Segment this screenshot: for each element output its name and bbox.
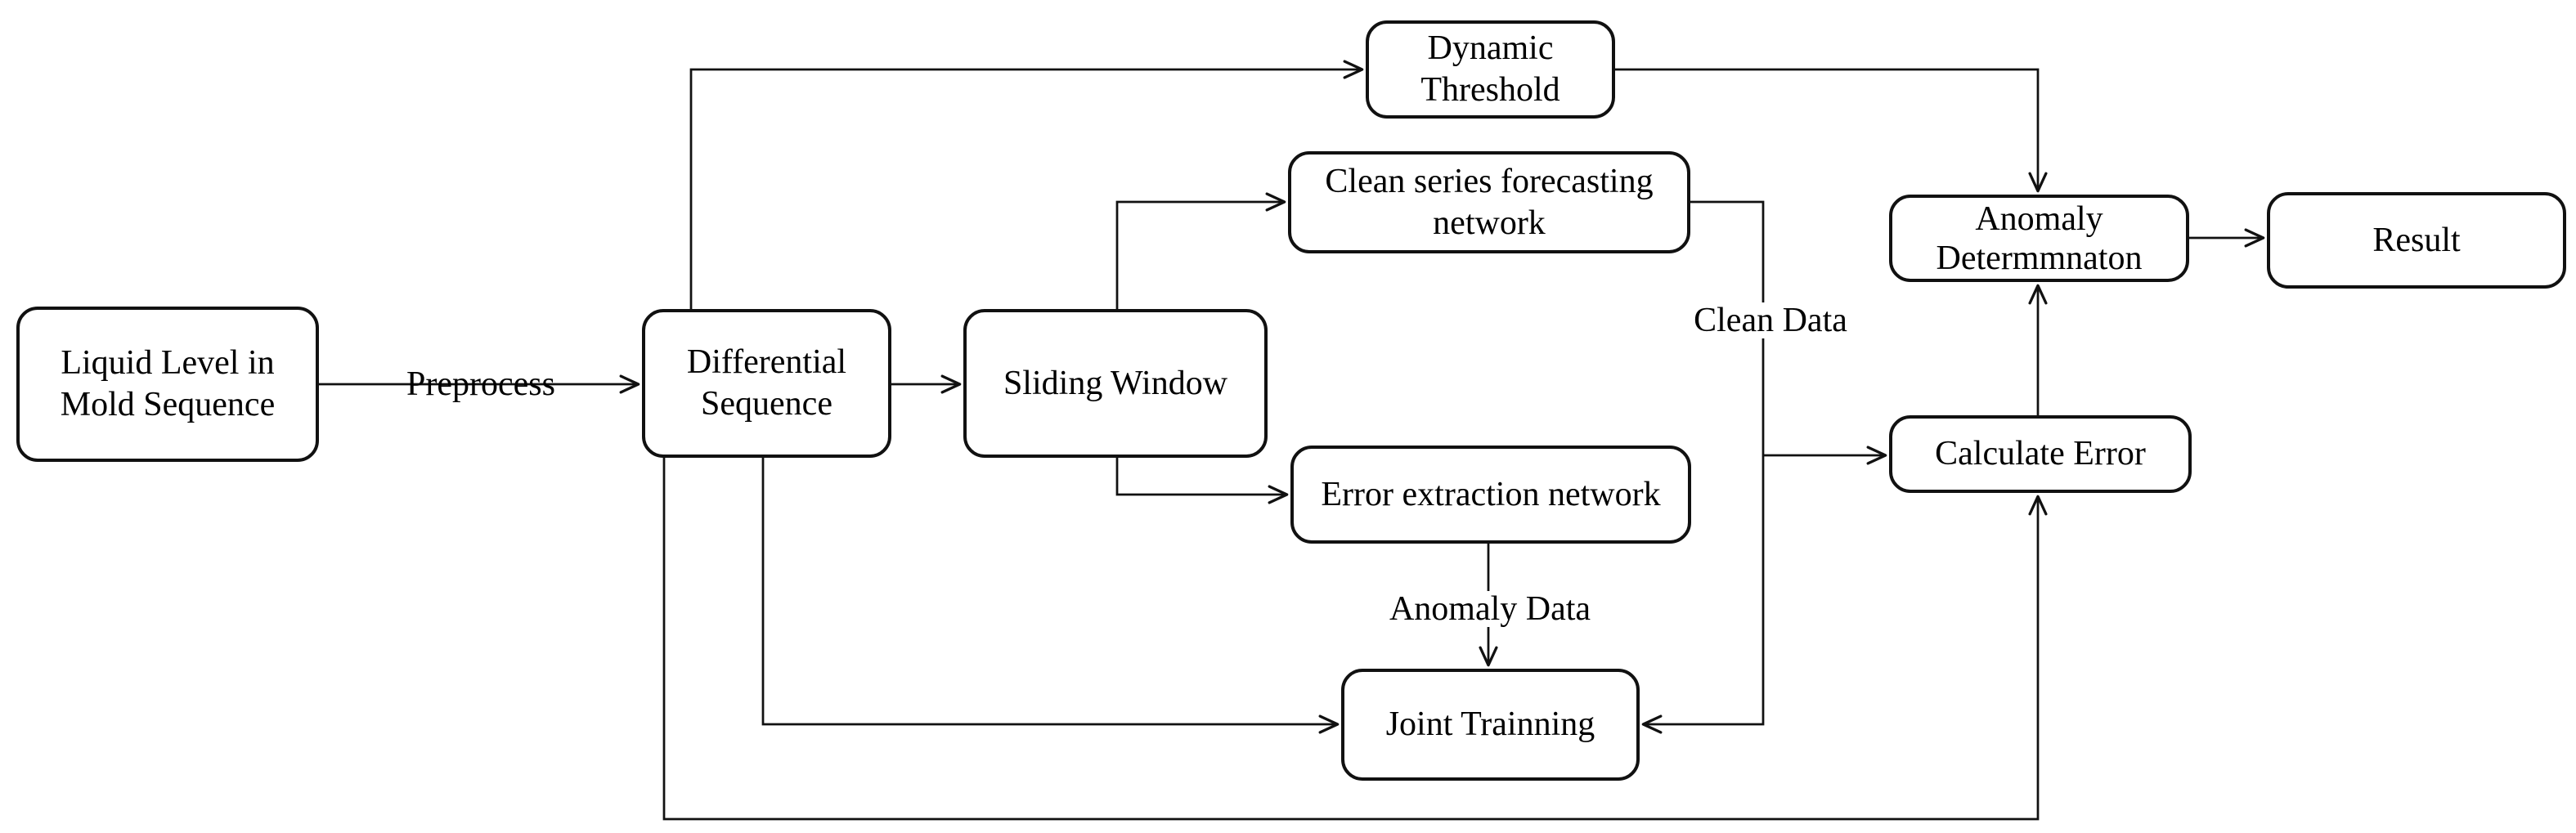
node-label-line: Error extraction network — [1321, 475, 1661, 513]
node-label-line: Anomaly — [1975, 199, 2103, 238]
edge-label-preprocess: Preprocess — [406, 365, 555, 403]
node-label-line: Sliding Window — [1003, 364, 1228, 402]
edge-bottom-loop-to-calculate-error — [662, 458, 2048, 821]
node-label-line: Threshold — [1420, 71, 1560, 109]
node-label-line: Clean series forecasting — [1325, 162, 1654, 200]
node-label-line: Determmnaton — [1936, 239, 2143, 277]
node-label-line: Differential — [686, 343, 847, 381]
node-liquid-level-in-mold-sequence: Liquid Level in Mold Sequence — [16, 307, 319, 462]
node-joint-training: Joint Trainning — [1341, 669, 1640, 781]
node-result: Result — [2267, 192, 2566, 289]
node-error-extraction-network: Error extraction network — [1290, 446, 1691, 544]
edge-differential-to-joint-training — [761, 458, 1340, 734]
edge-clean-data-to-joint-training — [1641, 200, 1765, 734]
edge-label-clean-data: Clean Data — [1691, 302, 1850, 338]
edge-dynamic-threshold-to-anomaly-determination — [1615, 68, 2048, 193]
node-anomaly-determination: Anomaly Determmnaton — [1889, 195, 2189, 282]
node-clean-series-forecasting-network: Clean series forecasting network — [1288, 151, 1690, 253]
node-dynamic-threshold: Dynamic Threshold — [1366, 20, 1615, 119]
node-label-line: network — [1433, 204, 1546, 242]
edge-differential-to-dynamic-threshold — [689, 60, 1364, 309]
edge-sliding-to-clean-forecasting — [1115, 192, 1286, 309]
node-label-line: Mold Sequence — [60, 386, 276, 423]
node-sliding-window: Sliding Window — [963, 309, 1268, 458]
node-label-line: Dynamic — [1427, 29, 1554, 67]
node-label-line: Result — [2372, 221, 2461, 259]
edge-label-anomaly-data: Anomaly Data — [1386, 591, 1594, 627]
edge-sliding-to-error-extraction — [1115, 458, 1289, 504]
node-label-line: Sequence — [701, 385, 832, 423]
node-label-line: Calculate Error — [1935, 435, 2146, 472]
node-differential-sequence: Differential Sequence — [642, 309, 891, 458]
node-calculate-error: Calculate Error — [1889, 415, 2192, 493]
node-label-line: Joint Trainning — [1385, 705, 1595, 743]
node-label-line: Liquid Level in — [61, 344, 275, 382]
